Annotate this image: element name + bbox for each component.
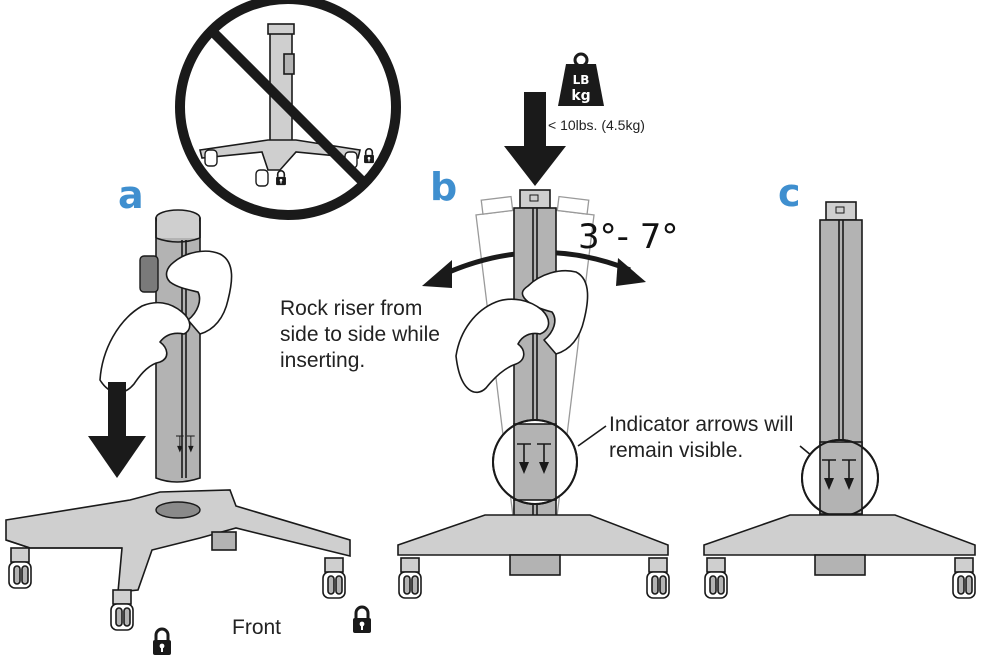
rock-instruction-line-2: side to side while [280, 323, 440, 346]
down-arrow-icon [88, 382, 146, 478]
hand-lower-a [99, 301, 191, 394]
front-label: Front [232, 616, 281, 639]
riser-a [139, 209, 201, 483]
step-c-letter: c [778, 171, 801, 215]
tilt-angle-label: 3°- 7° [578, 217, 678, 257]
indicator-line-1: Indicator arrows will [609, 413, 793, 436]
base-a [5, 489, 373, 657]
indicator-note: Indicator arrows will remain visible. [609, 413, 793, 462]
rock-instruction-line-3: inserting. [280, 349, 365, 372]
weight-unit-lb: LB [573, 73, 590, 87]
base-b [397, 514, 670, 599]
hand-lower-b [455, 298, 550, 393]
down-arrow-icon-b [504, 92, 566, 186]
indicator-magnifier-c [801, 439, 879, 517]
callout-line-b [577, 425, 607, 447]
rock-riser-instruction: Rock riser from side to side while inser… [280, 297, 440, 372]
step-b-letter: b [430, 165, 457, 209]
hand-upper-a [165, 250, 233, 335]
hand-upper-b [521, 270, 589, 355]
prohibited-sign-icon [175, 0, 401, 220]
lock-icon-left [151, 627, 173, 657]
weight-unit-kg: kg [571, 88, 590, 104]
rock-instruction-line-1: Rock riser from [280, 297, 422, 320]
step-a-letter: a [118, 173, 144, 217]
weight-icon: LB kg [558, 52, 604, 106]
base-c [703, 514, 976, 599]
weight-limit-text: < 10lbs. (4.5kg) [548, 117, 645, 133]
indicator-line-2: remain visible. [609, 439, 743, 462]
lock-icon-right [351, 605, 373, 635]
indicator-magnifier-b [492, 419, 578, 505]
